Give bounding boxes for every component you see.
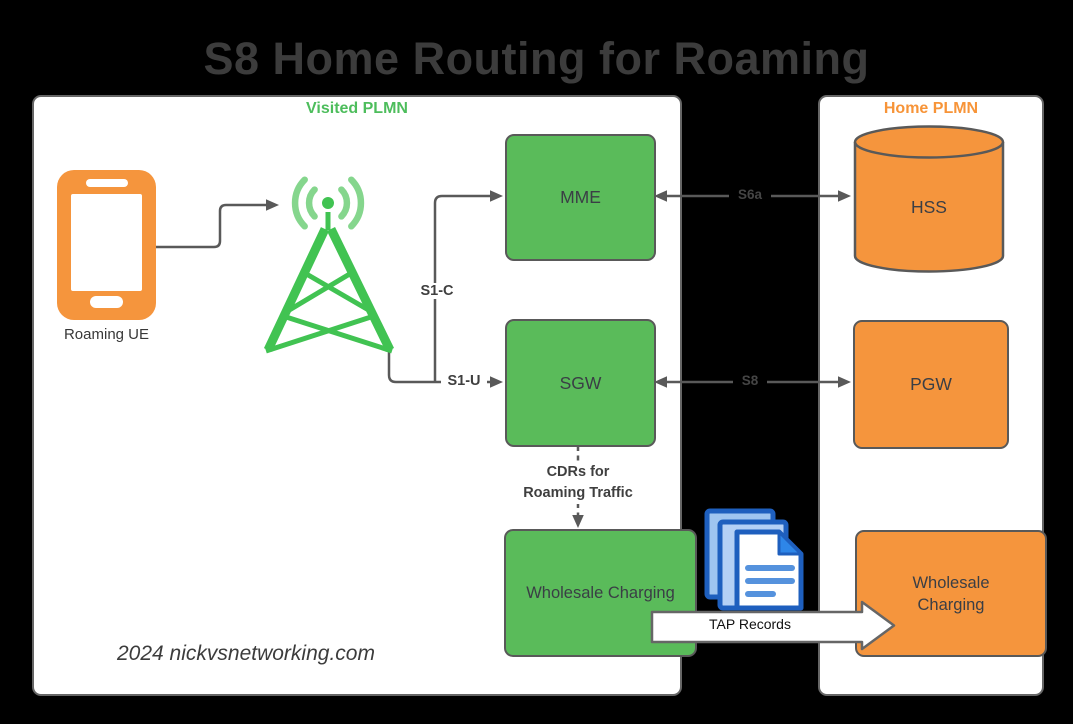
documents-icon xyxy=(704,508,804,611)
sgw-label: SGW xyxy=(559,372,602,393)
mme-node: MME xyxy=(505,134,656,261)
home-wholesale-charging-label: Wholesale Charging xyxy=(912,573,990,614)
cdr-flow-label-line2: Roaming Traffic xyxy=(523,485,633,501)
hss-label: HSS xyxy=(911,197,947,217)
s6a-interface-label: S6a xyxy=(729,187,771,202)
mme-label: MME xyxy=(560,187,601,207)
s8-interface-label: S8 xyxy=(733,373,767,388)
cdr-flow-label: CDRs for Roaming Traffic xyxy=(508,462,648,504)
pgw-label: PGW xyxy=(910,374,952,394)
hss-node: HSS xyxy=(853,125,1005,273)
roaming-ue-label: Roaming UE xyxy=(63,326,150,343)
page-title: S8 Home Routing for Roaming xyxy=(203,33,870,84)
home-wholesale-charging-node: Wholesale Charging xyxy=(855,530,1047,657)
sgw-node: SGW xyxy=(505,319,656,447)
s1c-interface-label: S1-C xyxy=(413,283,461,299)
pgw-node: PGW xyxy=(853,320,1009,449)
cdr-flow-label-line1: CDRs for xyxy=(546,464,610,480)
home-plmn-label: Home PLMN xyxy=(883,100,979,117)
database-cylinder-icon xyxy=(853,125,1005,273)
visited-wholesale-charging-node: Wholesale Charging xyxy=(504,529,697,657)
footer-credit: 2024 nickvsnetworking.com xyxy=(117,642,375,665)
tap-records-label: TAP Records xyxy=(709,616,791,632)
visited-wholesale-charging-label: Wholesale Charging xyxy=(526,584,675,602)
visited-plmn-label: Visited PLMN xyxy=(306,100,408,117)
s1u-interface-label: S1-U xyxy=(441,373,487,389)
